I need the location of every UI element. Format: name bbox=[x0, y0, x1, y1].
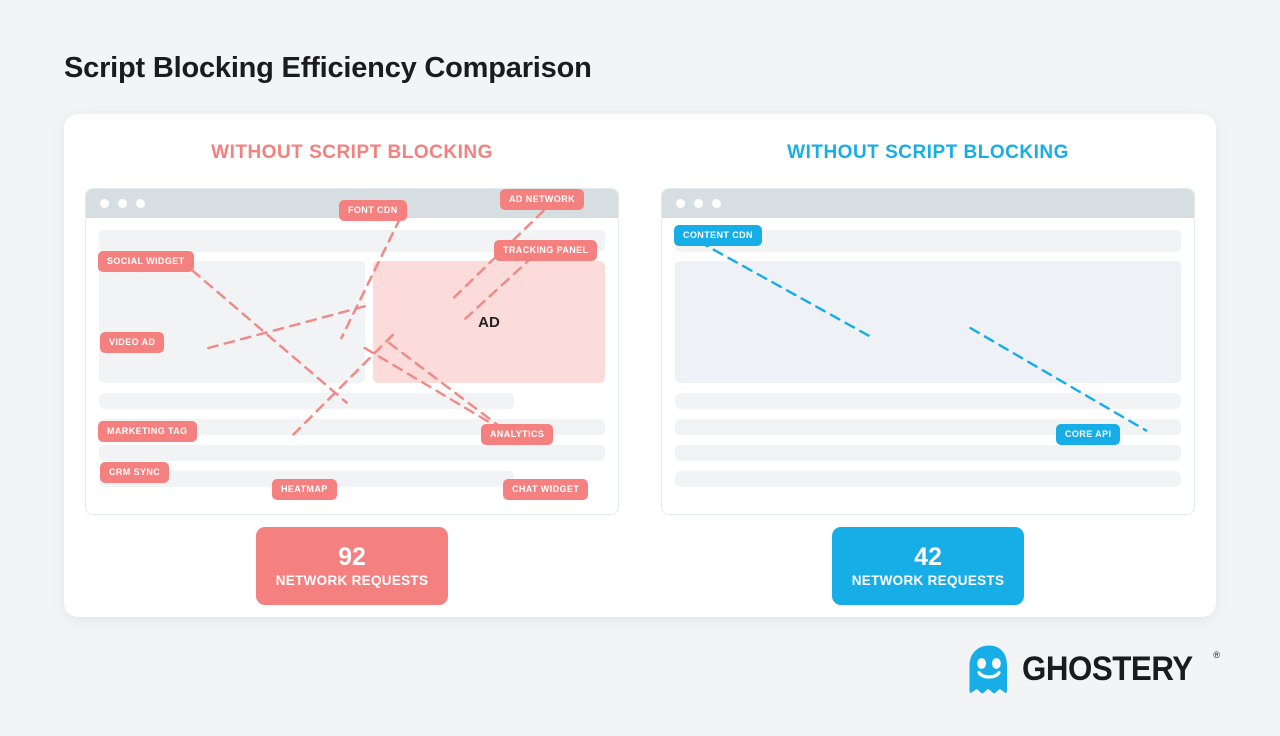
ad-placeholder-block: AD bbox=[373, 261, 605, 383]
tracker-chip-ad-network[interactable]: AD NETWORK bbox=[500, 189, 584, 210]
skeleton-line bbox=[99, 393, 514, 409]
page-title: Script Blocking Efficiency Comparison bbox=[64, 52, 592, 84]
skeleton-line bbox=[675, 445, 1181, 461]
window-close-dot-icon bbox=[100, 199, 109, 208]
tracker-chip-marketing-tag[interactable]: MARKETING TAG bbox=[98, 421, 197, 442]
ghostery-logo: GHOSTERY ® bbox=[966, 644, 1220, 694]
panel-heading-right: WITHOUT SCRIPT BLOCKING bbox=[787, 142, 1069, 163]
window-minimize-dot-icon bbox=[118, 199, 127, 208]
skeleton-line bbox=[675, 471, 1181, 487]
tracker-chip-font-cdn[interactable]: FONT CDN bbox=[339, 200, 407, 221]
stat-card-right: 42 NETWORK REQUESTS bbox=[832, 527, 1024, 605]
ghost-icon bbox=[969, 645, 1007, 694]
browser-content-right bbox=[662, 218, 1194, 514]
panel-heading-left: WITHOUT SCRIPT BLOCKING bbox=[211, 142, 493, 163]
comparison-card: WITHOUT SCRIPT BLOCKING AD bbox=[64, 114, 1216, 617]
stat-card-left: 92 NETWORK REQUESTS bbox=[256, 527, 448, 605]
stat-label-left: NETWORK REQUESTS bbox=[275, 573, 429, 589]
trademark-icon: ® bbox=[1213, 650, 1220, 660]
stat-value-right: 42 bbox=[914, 542, 942, 571]
tracker-chip-content-cdn[interactable]: CONTENT CDN bbox=[674, 225, 762, 246]
tracker-chip-social-widget[interactable]: SOCIAL WIDGET bbox=[98, 251, 194, 272]
stat-label-right: NETWORK REQUESTS bbox=[851, 573, 1005, 589]
panel-without-script-blocking-left: WITHOUT SCRIPT BLOCKING AD bbox=[64, 114, 640, 617]
stat-value-left: 92 bbox=[338, 542, 366, 571]
tracker-chip-analytics[interactable]: ANALYTICS bbox=[481, 424, 554, 445]
browser-mockup-right: CONTENT CDN CORE API bbox=[661, 188, 1195, 515]
tracker-chip-video-ad[interactable]: VIDEO AD bbox=[100, 332, 165, 353]
skeleton-content-block bbox=[675, 261, 1181, 383]
skeleton-line bbox=[99, 445, 605, 461]
content-row: AD bbox=[99, 261, 605, 383]
browser-chrome-right bbox=[662, 189, 1194, 218]
tracker-chip-heatmap[interactable]: HEATMAP bbox=[272, 479, 337, 500]
window-minimize-dot-icon bbox=[694, 199, 703, 208]
tracker-chip-chat-widget[interactable]: CHAT WIDGET bbox=[503, 479, 589, 500]
skeleton-article-block bbox=[99, 261, 365, 383]
panels-container: WITHOUT SCRIPT BLOCKING AD bbox=[64, 114, 1216, 617]
browser-mockup-left: AD bbox=[85, 188, 619, 515]
ghostery-wordmark: GHOSTERY bbox=[1021, 649, 1193, 688]
window-maximize-dot-icon bbox=[712, 199, 721, 208]
tracker-chip-core-api[interactable]: CORE API bbox=[1056, 424, 1121, 445]
skeleton-line bbox=[675, 393, 1181, 409]
tracker-chip-crm-sync[interactable]: CRM SYNC bbox=[100, 462, 170, 483]
window-close-dot-icon bbox=[676, 199, 685, 208]
panel-without-script-blocking-right: WITHOUT SCRIPT BLOCKING bbox=[640, 114, 1216, 617]
window-maximize-dot-icon bbox=[136, 199, 145, 208]
tracker-chip-tracking-panel[interactable]: TRACKING PANEL bbox=[494, 240, 598, 261]
